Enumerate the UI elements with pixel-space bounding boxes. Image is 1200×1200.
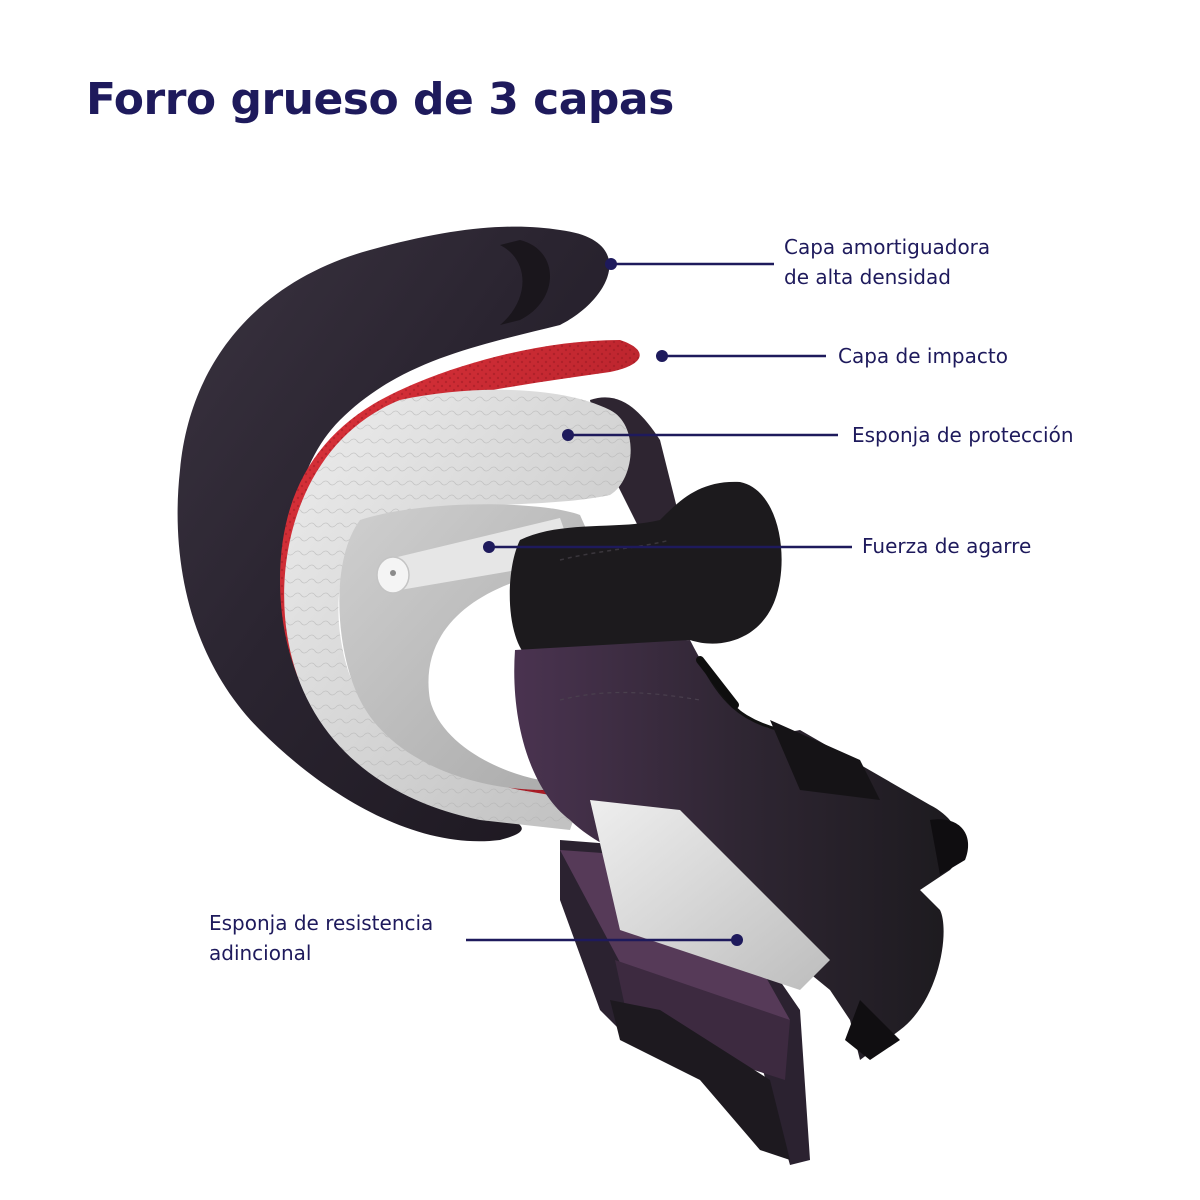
shell-fold [500,240,550,325]
cuff-edges [845,819,969,1060]
glove-cuff [514,640,961,1060]
callout-label-resistance: Esponja de resistencia adincional [209,911,434,965]
page-title: Forro grueso de 3 capas [86,74,674,125]
callout-dot-foam [562,429,574,441]
finger-cap [509,481,782,660]
callout-dot-impact [656,350,668,362]
callout-label-cushion: Capa amortiguadora de alta densidad [784,235,991,289]
grip-bar [376,518,575,594]
callout-label-foam: Esponja de protección [852,423,1074,447]
callout-dot-cushion [605,258,617,270]
callout-dot-resistance [731,934,743,946]
callout-label-impact: Capa de impacto [838,344,1008,368]
outer-shell [177,226,610,842]
callout-label-grip: Fuerza de agarre [862,534,1032,558]
callout-markers [466,258,852,946]
callout-dot-grip [483,541,495,553]
resistance-foam [590,800,830,990]
